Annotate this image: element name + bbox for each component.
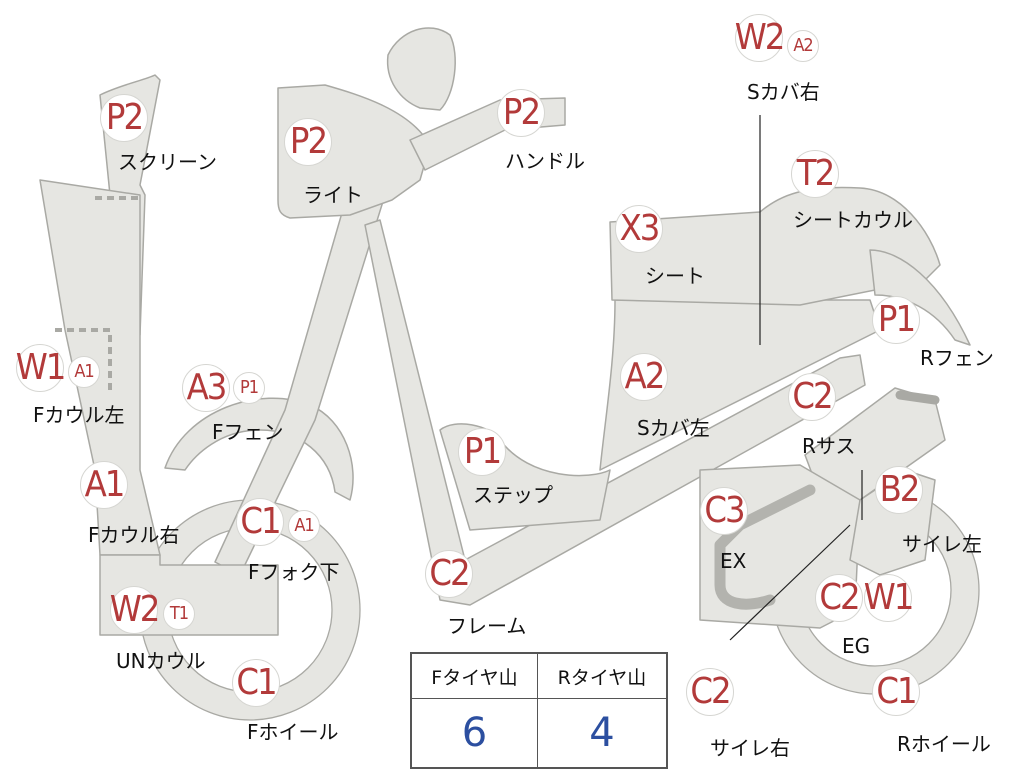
part-label-frame: フレーム [447, 614, 527, 638]
grade-badge: T2 [791, 150, 839, 198]
part-label-silencer-right: サイレ右 [710, 736, 790, 760]
grade-badge: A1 [288, 510, 320, 542]
grade-badge: A2 [620, 353, 668, 401]
grade-badge: C1 [232, 659, 280, 707]
grade-badge: W1 [16, 344, 66, 392]
part-label-seat-cowl: シートカウル [793, 208, 913, 232]
grade-badge: P1 [872, 296, 920, 344]
grade-badge: T1 [163, 598, 195, 630]
grade-badge: P2 [100, 94, 148, 142]
grade-badge: P1 [233, 372, 265, 404]
front-tire-tread-header: Fタイヤ山 [410, 652, 538, 699]
grade-badge: C2 [686, 668, 734, 716]
part-label-step: ステップ [473, 483, 553, 507]
tire-tread-table: Fタイヤ山 Rタイヤ山 6 4 [410, 652, 668, 769]
part-label-silencer-left: サイレ左 [902, 532, 982, 556]
grade-badge: C2 [425, 550, 473, 598]
silencer-right-leader [729, 524, 851, 641]
cowl-dash-box [55, 328, 112, 395]
part-label-r-suspension: Rサス [802, 434, 856, 458]
grade-badge: A1 [80, 461, 128, 509]
grade-badge: B2 [875, 466, 923, 514]
rear-tire-tread-header: Rタイヤ山 [536, 652, 668, 699]
rear-tire-tread-value: 4 [536, 698, 668, 769]
part-label-handle: ハンドル [505, 149, 585, 173]
part-label-f-fender: Fフェン [212, 420, 284, 444]
part-label-r-wheel: Rホイール [897, 732, 991, 756]
grade-badge: C2 [788, 373, 836, 421]
part-label-f-wheel: Fホイール [247, 720, 339, 744]
grade-badge: W2 [735, 14, 785, 62]
screen-top-shape [386, 27, 456, 111]
grade-badge: X3 [615, 205, 663, 253]
grade-badge: P2 [284, 118, 332, 166]
grade-badge: A3 [182, 364, 230, 412]
part-label-s-cover-right: Sカバ右 [747, 80, 820, 104]
part-label-screen: スクリーン [118, 150, 217, 174]
part-label-light: ライト [303, 183, 363, 207]
grade-badge: W1 [864, 574, 914, 622]
part-label-f-cowl-right: Fカウル右 [88, 523, 180, 547]
part-label-seat: シート [645, 264, 705, 288]
part-label-r-fender: Rフェン [920, 346, 994, 370]
part-label-under-cowl: UNカウル [116, 649, 206, 673]
grade-badge: C3 [700, 487, 748, 535]
grade-badge: W2 [110, 586, 160, 634]
front-tire-tread-value: 6 [410, 698, 538, 769]
grade-badge: C1 [236, 498, 284, 546]
frame-shape [364, 219, 866, 606]
rear-axle-shape [895, 390, 940, 405]
body-shape [599, 299, 881, 471]
grade-badge: C1 [872, 668, 920, 716]
grade-badge: A2 [787, 30, 819, 62]
part-label-s-cover-left: Sカバ左 [637, 416, 710, 440]
grade-badge: C2 [815, 574, 863, 622]
part-label-ex: EX [720, 549, 747, 573]
grade-badge: A1 [68, 356, 100, 388]
part-label-f-fork-lower: Fフォク下 [248, 560, 340, 584]
part-label-f-cowl-left: Fカウル左 [33, 403, 125, 427]
grade-badge: P1 [458, 428, 506, 476]
ex-pipe-shape [714, 484, 816, 610]
part-label-eg: EG [842, 634, 871, 658]
seat-shape [609, 186, 941, 306]
grade-badge: P2 [497, 89, 545, 137]
